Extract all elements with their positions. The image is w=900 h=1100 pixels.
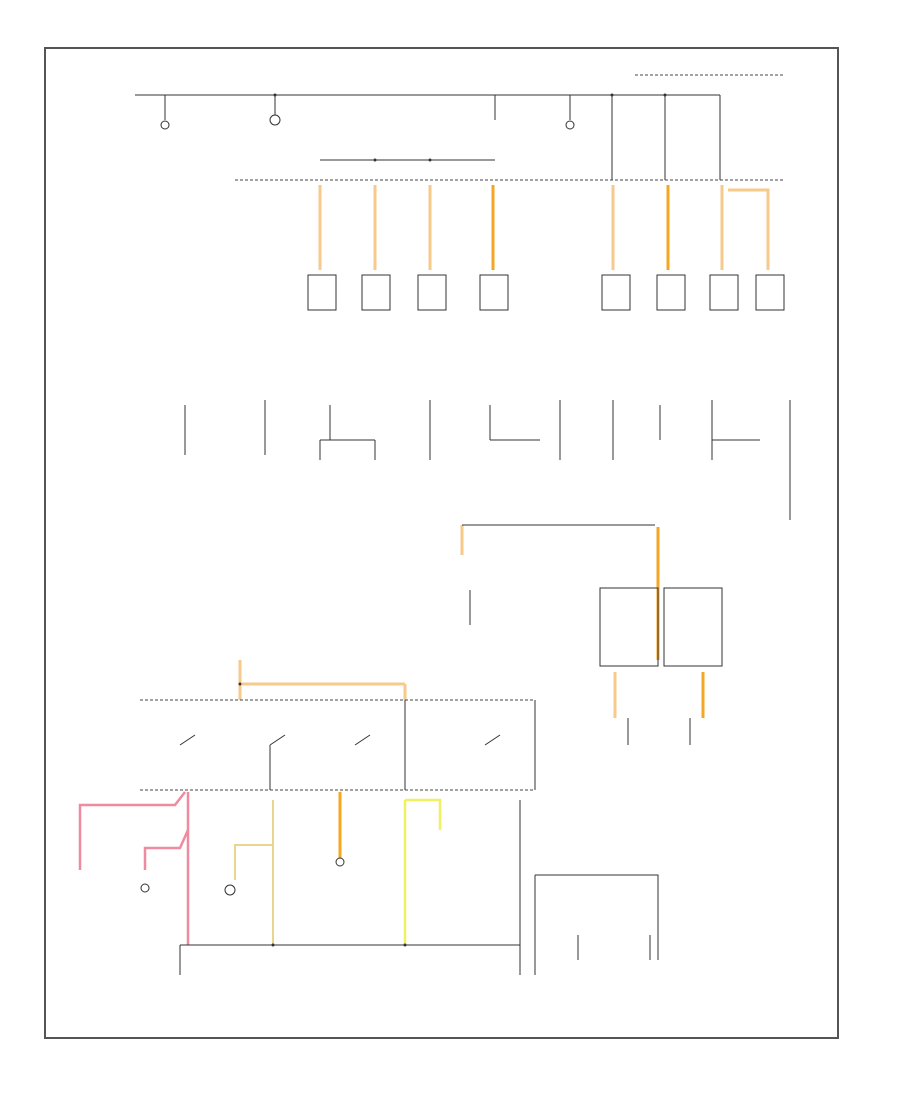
top-power-section [135,94,721,180]
upper-components [307,274,785,311]
ignition-feed [238,660,407,700]
right-middle-section [460,524,723,745]
lower-switches [179,700,501,790]
upper-orange-feeds [318,185,770,270]
bottom-right-relay [534,874,659,975]
lower-color-wires [224,792,521,945]
pink-wires [78,791,190,945]
diagram-frame [44,47,839,1039]
junction-nodes [238,93,667,947]
middle-switch-row [184,400,791,520]
